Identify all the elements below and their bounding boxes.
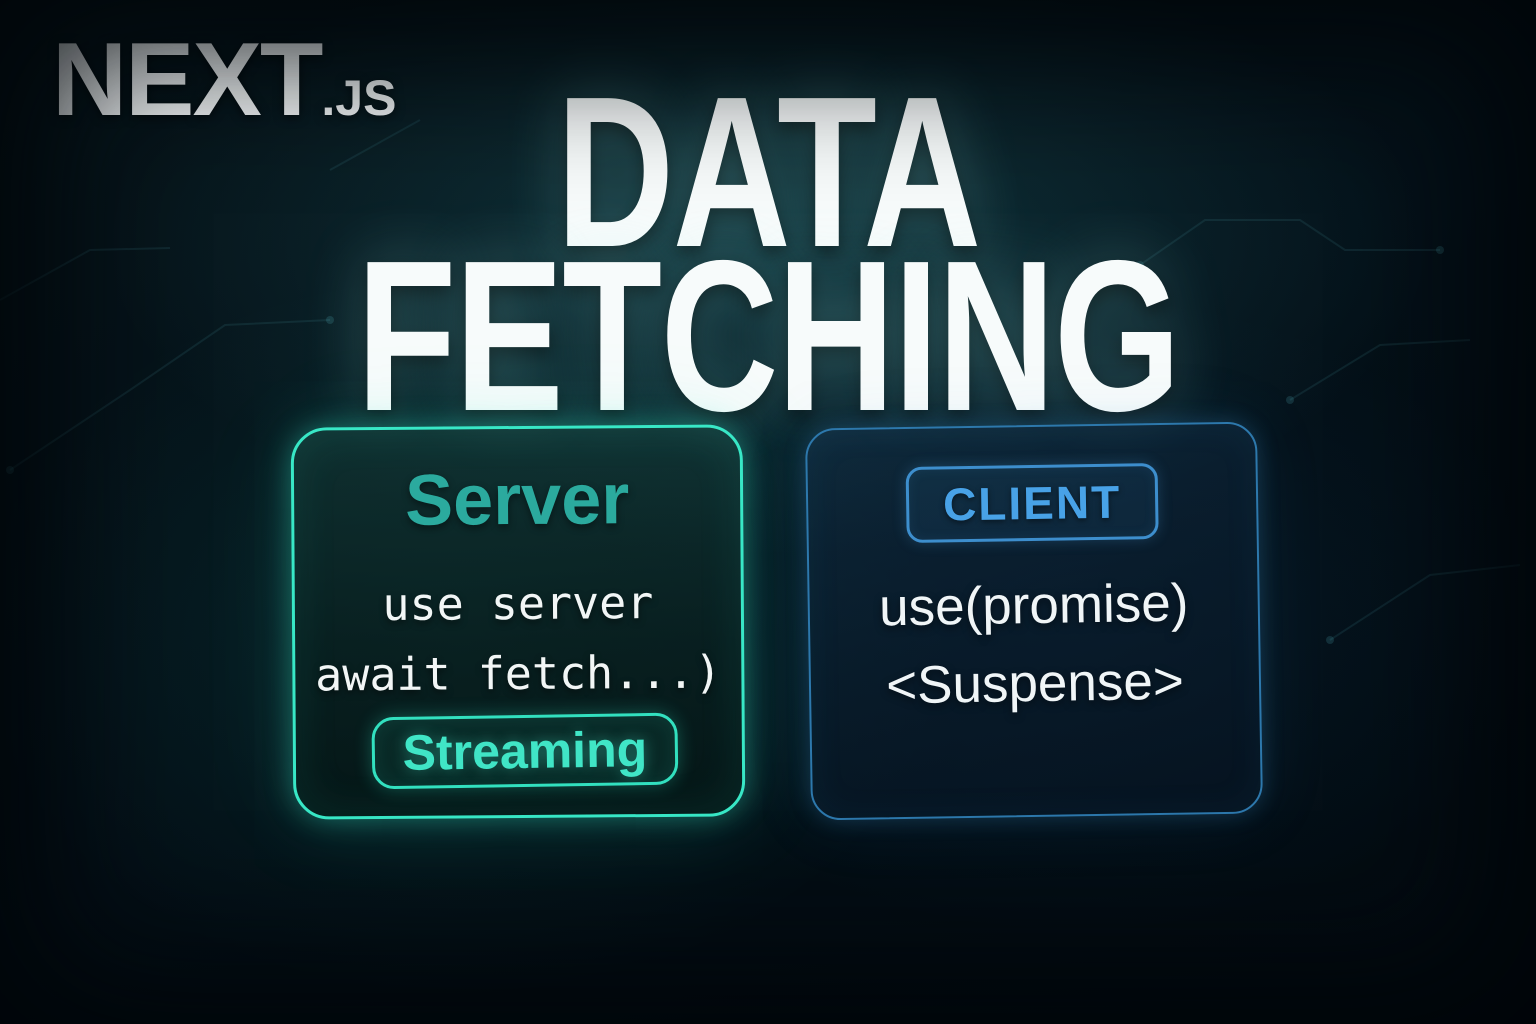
streaming-badge: Streaming bbox=[371, 712, 679, 790]
client-code-block: use(promise) <Suspense> bbox=[809, 563, 1259, 726]
server-card-heading: Server bbox=[404, 459, 630, 541]
page-title-line2: FETCHING bbox=[356, 215, 1181, 456]
nextjs-logo: NEXT.JS bbox=[52, 28, 396, 132]
client-badge: CLIENT bbox=[905, 463, 1159, 543]
server-code-line-1: use server bbox=[382, 576, 654, 631]
server-card: Server use server await fetch...) Stream… bbox=[290, 424, 746, 820]
server-code-line-2: await fetch...) bbox=[314, 645, 722, 702]
nextjs-logo-suffix-text: .JS bbox=[321, 70, 397, 126]
nextjs-logo-brand-text: NEXT bbox=[52, 22, 323, 138]
server-code-block: use server await fetch...) bbox=[295, 567, 742, 710]
streaming-badge-label: Streaming bbox=[402, 721, 648, 781]
client-badge-label: CLIENT bbox=[942, 475, 1122, 531]
client-card: CLIENT use(promise) <Suspense> bbox=[804, 421, 1264, 821]
page-title-line1: DATA bbox=[556, 51, 981, 292]
client-code-line-1: use(promise) bbox=[878, 573, 1189, 638]
client-code-line-2: <Suspense> bbox=[885, 651, 1185, 716]
